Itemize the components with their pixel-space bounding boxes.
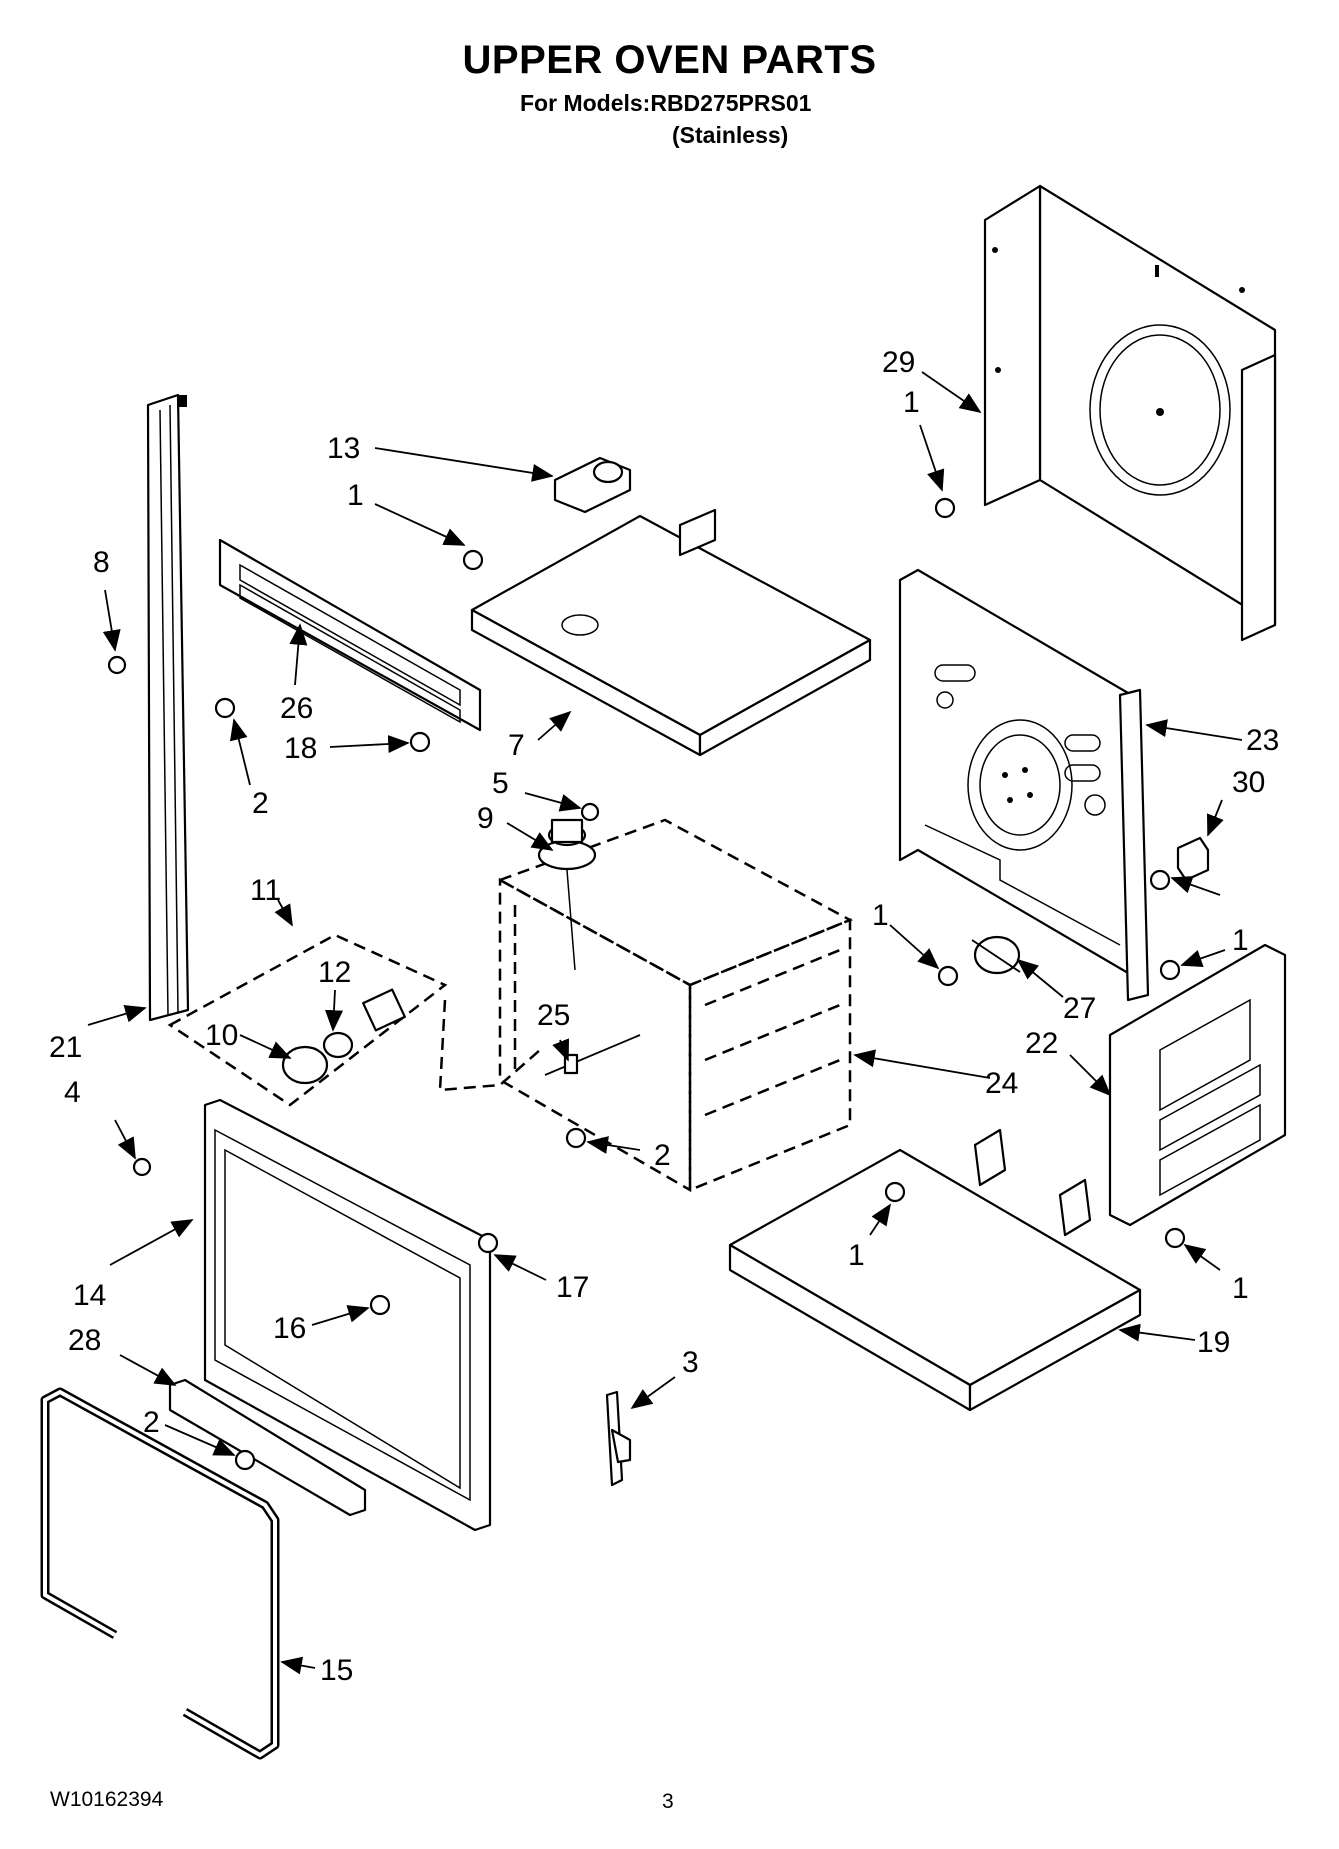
callout-1: 1 [1232,924,1249,957]
part-11-light-assembly [167,933,541,1107]
page-title: UPPER OVEN PARTS [462,38,877,82]
callout-13: 13 [327,432,360,465]
finish-line: (Stainless) [672,122,789,148]
callout-23: 23 [1246,724,1279,757]
callout-1: 1 [1232,1272,1249,1305]
callout-14: 14 [73,1279,106,1312]
callout-30: 30 [1232,766,1265,799]
part-19-bottom-shield [728,1128,1142,1412]
callout-21: 21 [49,1031,82,1064]
part-13-switch [553,456,632,514]
callout-8: 8 [93,546,110,579]
callout-24: 24 [985,1067,1018,1100]
part-30-bracket [1176,836,1210,882]
callout-16: 16 [273,1312,306,1345]
callout-17: 17 [556,1271,589,1304]
part-7-top-shield [470,508,872,757]
callout-18: 18 [284,732,317,765]
part-22-side-panel [1108,943,1287,1227]
callout-27: 27 [1063,992,1096,1025]
callout-1: 1 [347,479,364,512]
callout-1: 1 [848,1239,865,1272]
callout-2: 2 [252,787,269,820]
part-9-sensor-mount [537,818,597,971]
callout-22: 22 [1025,1027,1058,1060]
callout-1: 1 [903,386,920,419]
callout-19: 19 [1197,1326,1230,1359]
callout-9: 9 [477,802,494,835]
callout-11: 11 [250,874,281,907]
part-24-oven-cavity [496,818,853,1193]
callout-2: 2 [654,1139,671,1172]
part-3-hinge-bracket [605,1390,632,1487]
callout-4: 4 [64,1076,81,1109]
part-29-rear-panel [983,184,1277,642]
models-line: For Models:RBD275PRS01 [520,90,812,116]
part-15-door-gasket [40,1387,280,1760]
page-number: 3 [662,1790,674,1813]
part-26-vent-grille [218,538,482,732]
callout-2: 2 [143,1406,160,1439]
callout-5: 5 [492,767,509,800]
screws [107,497,1186,1471]
leader-lines [87,371,1243,1675]
part-25-temperature-sensor [544,1034,641,1076]
callout-15: 15 [320,1654,353,1687]
callout-25: 25 [537,999,570,1032]
part-21-side-trim [146,393,190,1022]
callout-7: 7 [508,729,525,762]
callout-12: 12 [318,956,351,989]
callout-28: 28 [68,1324,101,1357]
document-number: W10162394 [50,1788,164,1811]
callout-1: 1 [872,899,889,932]
callout-10: 10 [205,1019,238,1052]
part-27-thermal-fuse [971,935,1021,975]
part-28-door-trim [168,1378,367,1517]
callout-labels: 29 1 13 1 8 26 18 2 7 23 5 30 9 11 1 1 1… [49,346,1279,1687]
callout-29: 29 [882,346,915,379]
callout-3: 3 [682,1346,699,1379]
part-23-back-wall [898,568,1150,1002]
callout-26: 26 [280,692,313,725]
